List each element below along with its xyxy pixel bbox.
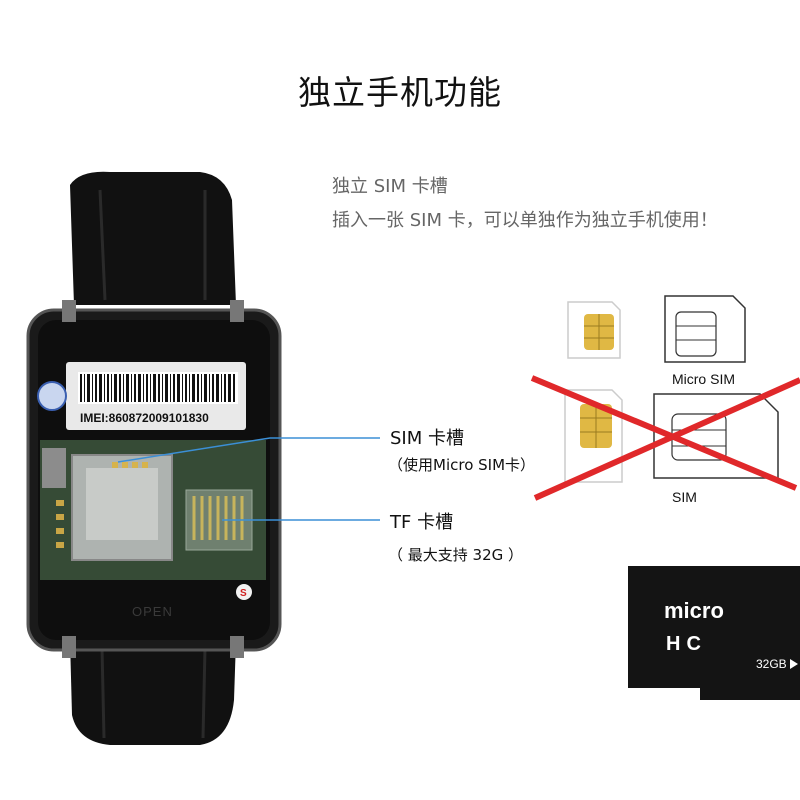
tf-slot-label: TF 卡槽 bbox=[390, 512, 454, 533]
open-label: OPEN bbox=[132, 604, 173, 619]
sim-slot-note: （使用Micro SIM卡） bbox=[388, 456, 536, 474]
micro-sim-outline bbox=[664, 295, 746, 363]
sim-outline bbox=[653, 393, 779, 479]
microsd-card-icon: micro HC 32GB bbox=[628, 566, 800, 700]
page-title: 独立手机功能 bbox=[298, 73, 502, 112]
s-badge: S bbox=[240, 588, 247, 599]
watch-strap-top bbox=[70, 171, 236, 305]
micro-sim-label: Micro SIM bbox=[672, 371, 735, 387]
cross-icon bbox=[530, 375, 798, 491]
sim-callout-line bbox=[117, 437, 380, 463]
sim-label: SIM bbox=[672, 489, 697, 505]
sim-slot-label: SIM 卡槽 bbox=[390, 428, 464, 449]
sd-logo: micro bbox=[664, 598, 724, 623]
sim-card bbox=[564, 389, 623, 483]
seal-icon bbox=[37, 381, 67, 411]
imei-text: IMEI:860872009101830 bbox=[80, 411, 209, 425]
sd-capacity: 32GB bbox=[756, 657, 787, 671]
intro-heading: 独立 SIM 卡槽 bbox=[332, 176, 448, 197]
intro-body: 插入一张 SIM 卡，可以单独作为独立手机使用！ bbox=[332, 210, 718, 231]
sd-brand: HC bbox=[666, 633, 707, 655]
tf-slot-note: （ 最大支持 32G ） bbox=[388, 546, 524, 564]
micro-sim-card bbox=[567, 301, 621, 359]
watch-strap-bottom bbox=[70, 640, 236, 745]
barcode bbox=[78, 372, 238, 404]
